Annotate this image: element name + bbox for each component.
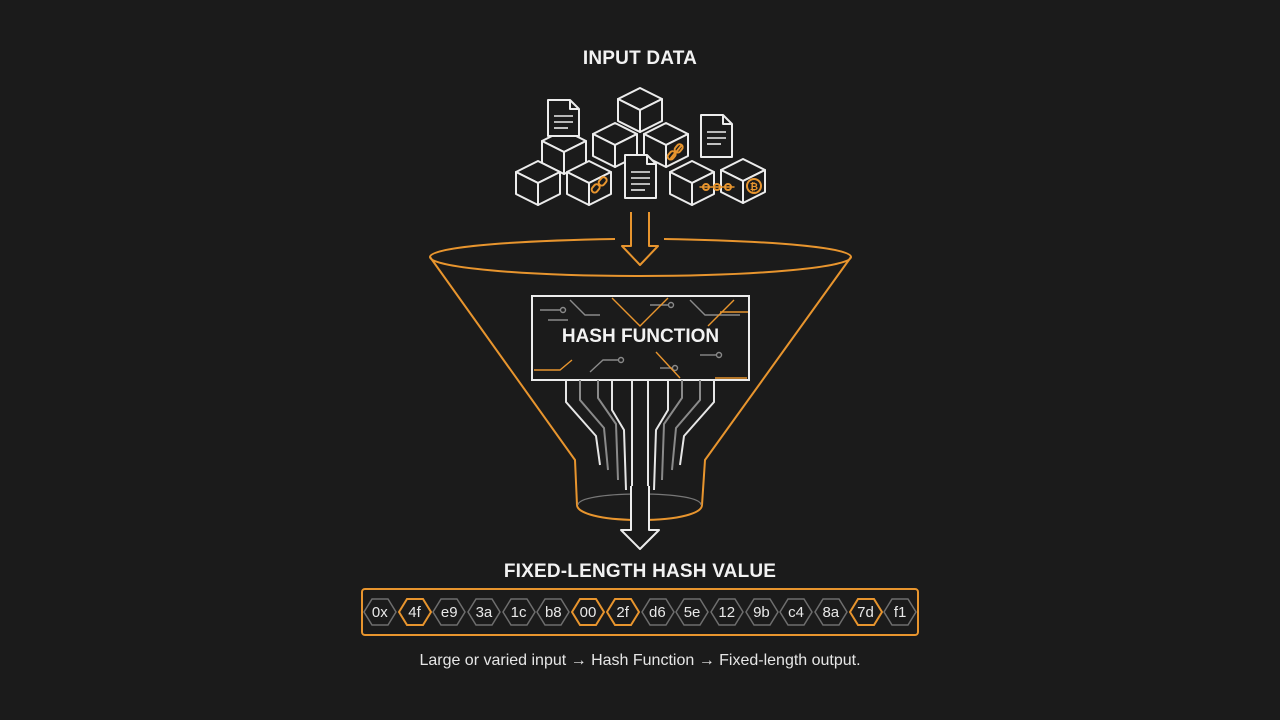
hexagon-icon — [467, 598, 501, 626]
chain-link-icon — [699, 183, 735, 191]
hash-byte-text: 0x — [371, 603, 388, 621]
hexagon-icon — [814, 598, 848, 626]
hexagon-icon — [675, 598, 710, 626]
output-arrow — [620, 486, 660, 550]
hexagon-icon — [397, 598, 432, 626]
hash-byte-text: 5e — [683, 603, 701, 621]
document-icon — [700, 114, 733, 158]
hash-byte: f1 — [883, 597, 918, 627]
svg-text:₿: ₿ — [750, 181, 758, 193]
hash-byte-text: 8a — [822, 603, 840, 621]
hexagon-icon — [779, 598, 814, 626]
converging-wires — [565, 380, 715, 500]
hash-function-title: HASH FUNCTION — [561, 326, 720, 347]
hash-byte-text: 4f — [408, 603, 421, 621]
hash-byte-text: b8 — [544, 603, 562, 621]
hash-value-title: FIXED-LENGTH HASH VALUE — [503, 561, 777, 582]
hash-byte-text: 00 — [579, 603, 597, 621]
funnel — [428, 238, 853, 522]
cube-icon — [515, 160, 561, 206]
hexagon-icon — [536, 598, 571, 626]
hash-byte: 8a — [814, 597, 848, 627]
hash-byte-text: 12 — [718, 603, 736, 621]
cube-icon — [617, 87, 663, 133]
hash-byte: 5e — [675, 597, 710, 627]
circuit-traces — [534, 297, 748, 379]
document-icon — [624, 154, 657, 199]
cube-icon — [669, 160, 715, 206]
hash-value-strip: 0x 4f e9 3a 1c b8 00 2f d6 5e 12 9b c4 8a 7d f1 — [361, 588, 919, 636]
hash-byte-text: 1c — [510, 603, 527, 621]
hash-byte-text: 9b — [753, 603, 770, 621]
hash-byte-text: d6 — [649, 603, 666, 621]
hash-byte: d6 — [640, 597, 675, 627]
link-icon — [666, 143, 684, 161]
hexagon-icon — [640, 598, 675, 626]
hash-byte-text: c4 — [788, 603, 805, 621]
cube-icon — [720, 158, 766, 204]
caption: Large or varied input → Hash Function → … — [419, 652, 861, 669]
hash-byte-text: 3a — [475, 603, 493, 621]
hexagon-icon — [883, 598, 918, 626]
hash-byte: 0x — [363, 597, 397, 627]
hash-byte: 2f — [605, 597, 640, 627]
input-data-title: INPUT DATA — [582, 48, 698, 69]
hexagon-icon — [501, 598, 536, 626]
bitcoin-icon: ₿ — [746, 178, 762, 194]
hash-byte: 12 — [709, 597, 744, 627]
hexagon-icon — [848, 598, 883, 626]
hash-byte-text: 2f — [616, 603, 629, 621]
hash-byte: e9 — [432, 597, 467, 627]
input-arrow — [621, 212, 659, 266]
hexagon-icon — [605, 598, 640, 626]
hash-byte: b8 — [536, 597, 571, 627]
hash-byte: 9b — [744, 597, 779, 627]
hash-byte-text: f1 — [893, 603, 907, 621]
hexagon-icon — [571, 598, 606, 626]
hash-byte: 00 — [571, 597, 606, 627]
input-data-cluster — [515, 87, 766, 206]
hexagon-icon — [709, 598, 744, 626]
hexagon-icon — [744, 598, 779, 626]
hash-function-box — [531, 295, 750, 381]
hexagon-icon — [363, 598, 397, 626]
document-icon — [547, 99, 580, 137]
hash-byte: 4f — [397, 597, 432, 627]
hash-byte: c4 — [779, 597, 814, 627]
hash-byte-text: e9 — [440, 603, 458, 621]
hexagon-icon — [432, 598, 467, 626]
hash-byte: 7d — [848, 597, 883, 627]
hash-byte-text: 7d — [857, 603, 874, 621]
link-icon — [590, 176, 608, 194]
hash-byte: 1c — [501, 597, 536, 627]
hash-byte: 3a — [467, 597, 501, 627]
